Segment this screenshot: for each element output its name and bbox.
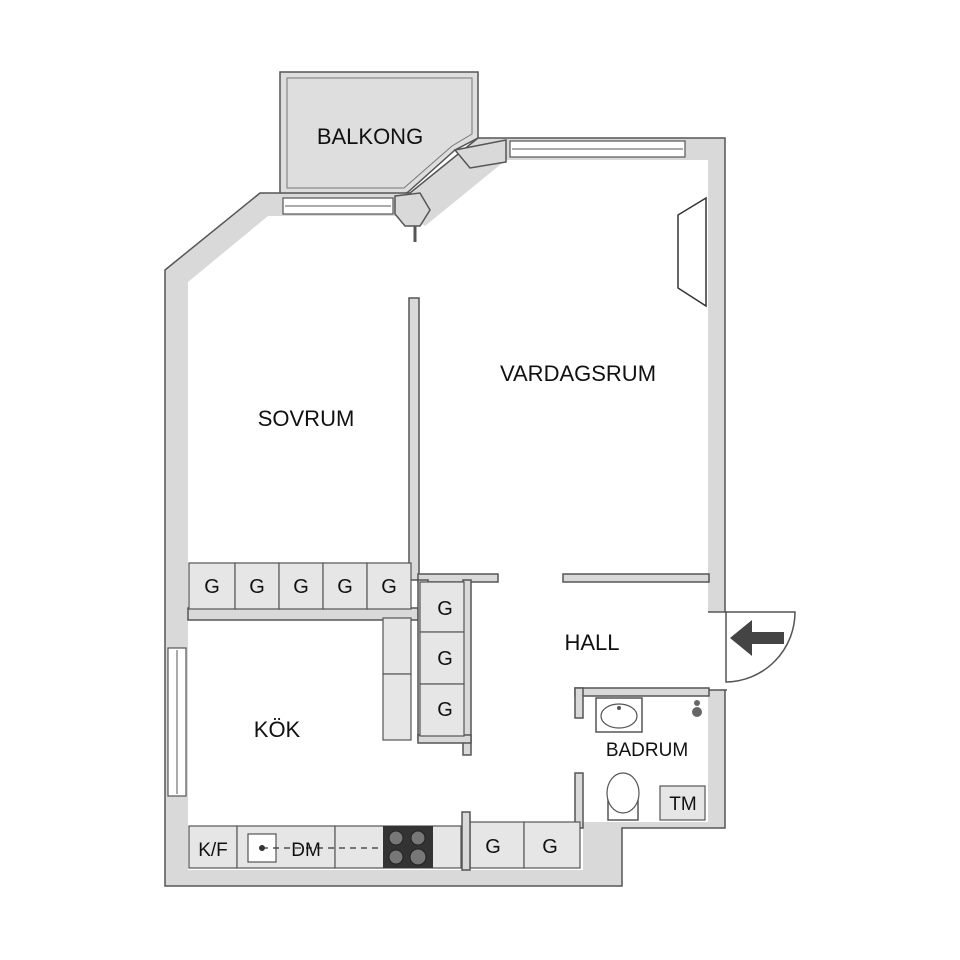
wardrobe-row-hall-bottom bbox=[469, 821, 581, 869]
wardrobe-label: G bbox=[437, 598, 453, 620]
interior-floor bbox=[188, 160, 708, 870]
kitchen-sink bbox=[247, 833, 277, 863]
fixture-label-tm: TM bbox=[669, 794, 696, 815]
wardrobe-column-hall bbox=[419, 581, 465, 737]
entrance-arrow-icon bbox=[730, 620, 784, 656]
kitchen-counter bbox=[188, 825, 462, 869]
wardrobe-label: G bbox=[204, 576, 220, 598]
wardrobe-label: G bbox=[249, 576, 265, 598]
wall-sovrum-vardagsrum bbox=[408, 297, 420, 581]
wardrobe-label: G bbox=[437, 648, 453, 670]
wardrobe-label: G bbox=[381, 576, 397, 598]
washing-machine bbox=[659, 785, 706, 821]
wardrobe-label: G bbox=[437, 699, 453, 721]
wardrobe-label: G bbox=[542, 836, 558, 858]
bathroom-tap-icon bbox=[692, 707, 702, 717]
fixture-label-kf: K/F bbox=[198, 840, 228, 861]
room-label-balkong: BALKONG bbox=[317, 124, 423, 149]
fixture-label-dm: DM bbox=[291, 840, 321, 861]
entrance-door bbox=[725, 611, 796, 683]
bathroom-sink bbox=[595, 697, 643, 733]
wardrobe-label: G bbox=[293, 576, 309, 598]
wardrobe-label: G bbox=[337, 576, 353, 598]
room-label-kok: KÖK bbox=[254, 717, 301, 742]
tiled-stove bbox=[677, 196, 707, 308]
room-label-vardagsrum: VARDAGSRUM bbox=[500, 361, 656, 386]
wardrobe-label: G bbox=[485, 836, 501, 858]
room-label-sovrum: SOVRUM bbox=[258, 406, 355, 431]
room-label-badrum: BADRUM bbox=[606, 740, 688, 761]
wardrobe-row-sovrum bbox=[188, 562, 412, 610]
room-label-hall: HALL bbox=[564, 630, 619, 655]
